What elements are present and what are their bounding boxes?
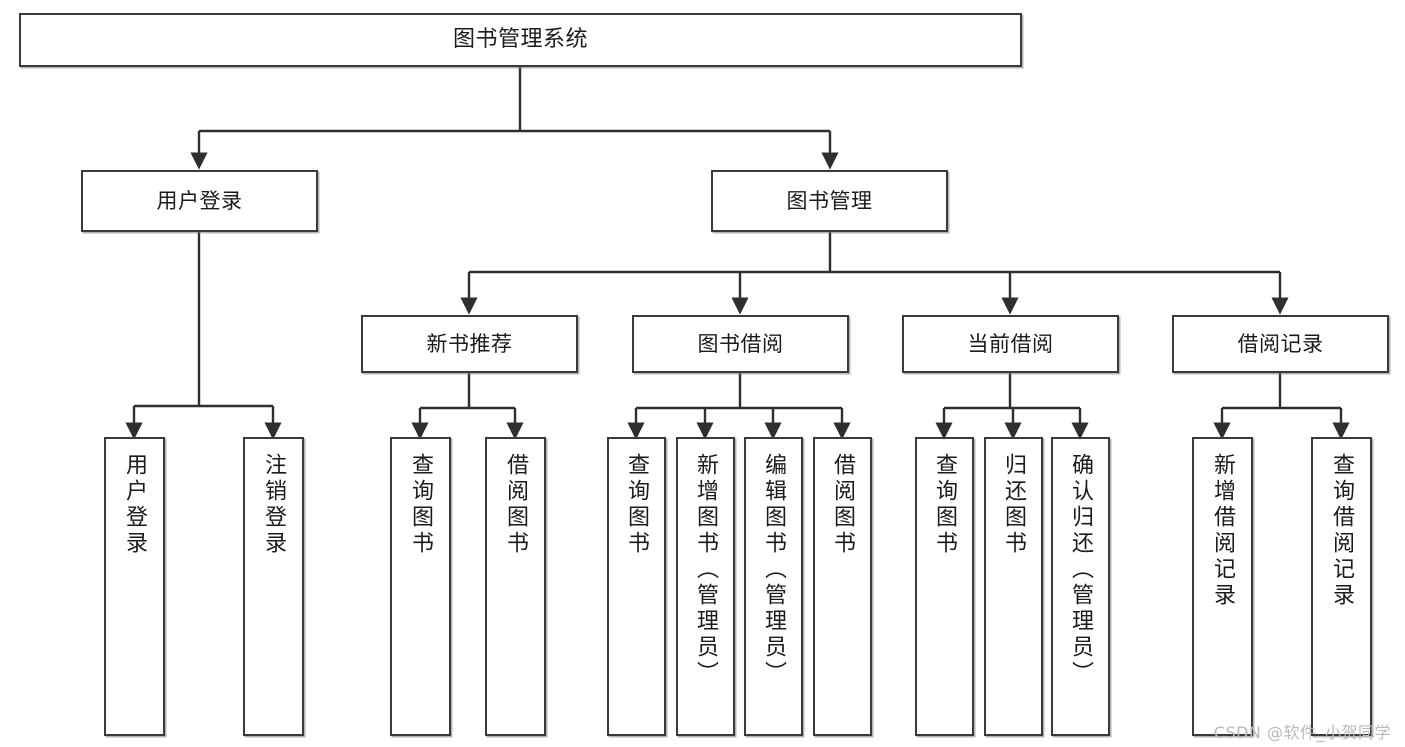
node-new-book-recommend-label: 新书推荐: [426, 331, 513, 356]
leaf-node-label: 归还图书: [1001, 453, 1027, 557]
leaf-node[interactable]: 用户登录: [104, 437, 165, 736]
node-book-manage-label: 图书管理: [786, 188, 873, 213]
leaf-node[interactable]: 查询图书: [607, 437, 666, 736]
leaf-node-label: 查询图书: [932, 453, 958, 557]
node-root-system-label: 图书管理系统: [452, 27, 588, 53]
node-book-borrow[interactable]: 图书借阅: [632, 315, 849, 373]
connector-bookborrow-to-leaves: [627, 373, 851, 440]
node-borrow-record[interactable]: 借阅记录: [1172, 315, 1389, 373]
leaf-node-label: 查询图书: [408, 453, 434, 557]
leaf-node-label: 确认归还（管理员）: [1068, 453, 1094, 687]
leaf-node-label: 借阅图书: [830, 453, 856, 557]
leaf-node[interactable]: 确认归还（管理员）: [1051, 437, 1110, 736]
node-book-manage[interactable]: 图书管理: [711, 170, 948, 232]
node-user-login[interactable]: 用户登录: [81, 170, 318, 232]
node-current-borrow[interactable]: 当前借阅: [902, 315, 1119, 373]
leaf-node-label: 用户登录: [122, 453, 148, 557]
leaf-node[interactable]: 归还图书: [984, 437, 1043, 736]
leaf-node-label: 新增借阅记录: [1210, 453, 1236, 609]
node-new-book-recommend[interactable]: 新书推荐: [361, 315, 578, 373]
leaf-node[interactable]: 查询借阅记录: [1311, 437, 1372, 736]
connector-userlogin-to-leaves: [125, 232, 282, 440]
leaf-node[interactable]: 新增借阅记录: [1192, 437, 1253, 736]
connector-newbook-to-leaves: [411, 373, 524, 440]
connector-currentborrow-to-leaves: [935, 373, 1089, 440]
leaf-node[interactable]: 借阅图书: [813, 437, 872, 736]
node-book-borrow-label: 图书借阅: [697, 331, 784, 356]
node-root-system[interactable]: 图书管理系统: [19, 13, 1022, 67]
leaf-node[interactable]: 新增图书（管理员）: [676, 437, 735, 736]
leaf-node-label: 查询借阅记录: [1329, 453, 1355, 609]
leaf-node-label: 注销登录: [261, 453, 287, 557]
leaf-node-label: 新增图书（管理员）: [693, 453, 719, 687]
node-user-login-label: 用户登录: [156, 188, 243, 213]
connector-bookmanage-to-level3: [460, 232, 1289, 315]
leaf-node[interactable]: 编辑图书（管理员）: [744, 437, 803, 736]
node-current-borrow-label: 当前借阅: [967, 331, 1054, 356]
csdn-watermark: CSDN @软件_小贺同学: [1213, 723, 1391, 742]
node-borrow-record-label: 借阅记录: [1237, 331, 1324, 356]
leaf-node[interactable]: 查询图书: [915, 437, 974, 736]
leaf-node[interactable]: 查询图书: [390, 437, 451, 736]
connector-borrowrecord-to-leaves: [1213, 373, 1350, 440]
leaf-node-label: 编辑图书（管理员）: [761, 453, 787, 687]
leaf-node-label: 借阅图书: [503, 453, 529, 557]
connector-root-to-level2: [190, 67, 839, 170]
leaf-node[interactable]: 注销登录: [243, 437, 304, 736]
leaf-node[interactable]: 借阅图书: [485, 437, 546, 736]
leaf-node-label: 查询图书: [624, 453, 650, 557]
